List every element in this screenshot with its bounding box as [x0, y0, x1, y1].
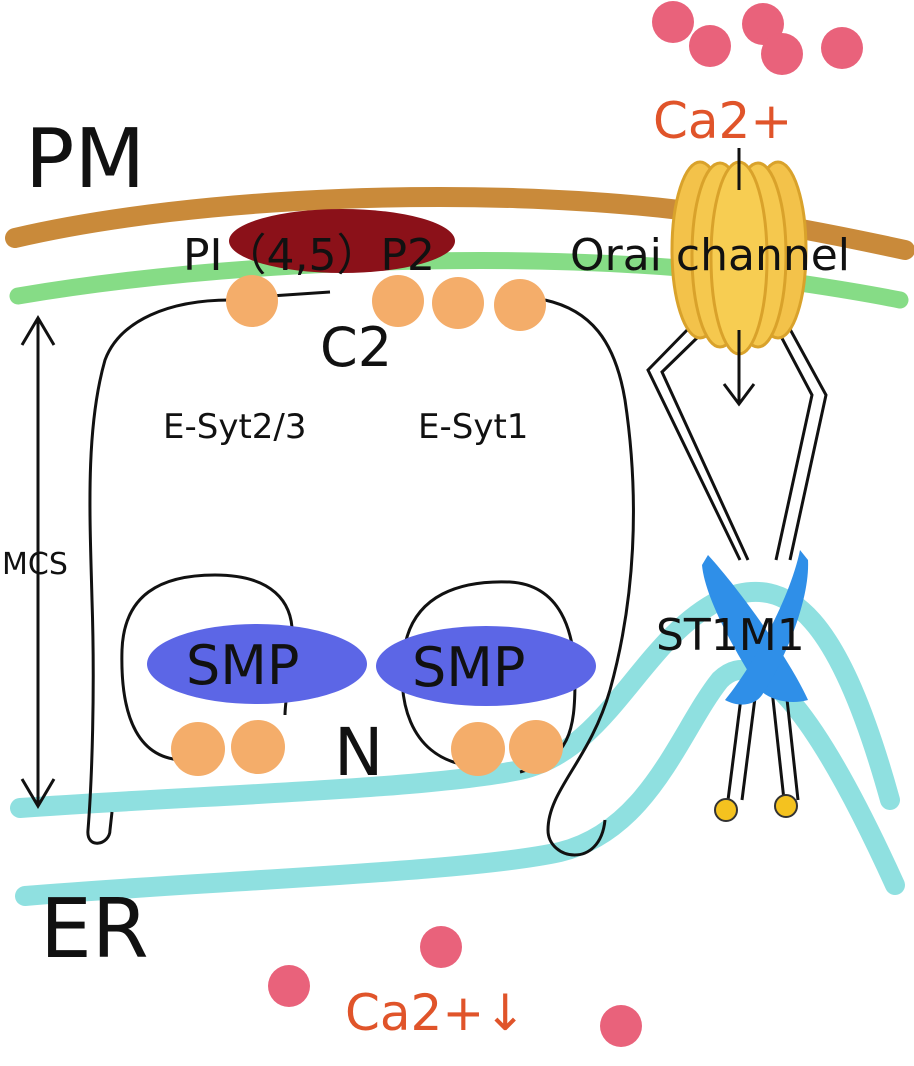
ca-influx-arrow-head	[722, 383, 756, 407]
smp-right-label: SMP	[412, 636, 525, 699]
esyt1-tether-line	[544, 298, 635, 857]
smp-domain-right	[376, 626, 596, 706]
c2-domain-bead	[494, 279, 546, 331]
ca-ion	[761, 33, 803, 75]
ca-ion	[652, 1, 694, 43]
pm-inner-leaflet	[9, 252, 909, 309]
pm-label: PM	[25, 112, 145, 207]
c2-domain-bead	[509, 720, 563, 774]
er-label: ER	[40, 882, 149, 977]
stim1-protein	[702, 555, 808, 702]
er-membrane-upper	[10, 581, 900, 818]
esyt23-tether-line	[86, 298, 231, 845]
c2-domain-bead	[171, 722, 225, 776]
pip2-lipid	[229, 209, 455, 273]
mcs-arrow-head-bottom	[20, 778, 56, 809]
esyt1-smp-loop	[400, 580, 577, 774]
c2-domain-bead	[226, 275, 278, 327]
ca-ion	[689, 25, 731, 67]
stim1-tip	[774, 794, 798, 818]
ca-bottom-label: Ca2+↓	[345, 984, 526, 1042]
stim1-protein	[725, 550, 809, 705]
ca-ion	[742, 3, 784, 45]
c2-domain-bead	[451, 722, 505, 776]
c2-domain-bead	[231, 720, 285, 774]
stim1-linker-lines	[646, 319, 828, 801]
ca-ion	[420, 926, 462, 968]
ca-top-label: Ca2+	[653, 92, 792, 150]
smp-domain-left	[147, 624, 367, 704]
stim1-label: ST1M1	[656, 610, 805, 661]
c2-domain-bead	[372, 275, 424, 327]
c2-domain-bead	[432, 277, 484, 329]
orai-channel-label: Orai channel	[570, 230, 850, 281]
ca-ion	[600, 1005, 642, 1047]
pip2-label: PI（4,5）P2	[183, 230, 435, 281]
smp-left-label: SMP	[186, 634, 299, 697]
esyt23-label: E-Syt2/3	[163, 407, 307, 447]
c2-label: C2	[320, 316, 392, 379]
n-terminus-label: N	[334, 714, 383, 791]
stim1-tip	[714, 798, 738, 822]
mcs-label: MCS	[2, 547, 68, 582]
pm-outer-leaflet	[5, 186, 914, 260]
orai-channel	[670, 160, 808, 356]
ca-ion	[268, 965, 310, 1007]
mcs-arrow-head-top	[20, 315, 56, 346]
esyt1-label: E-Syt1	[418, 407, 528, 447]
ca-ion	[821, 27, 863, 69]
